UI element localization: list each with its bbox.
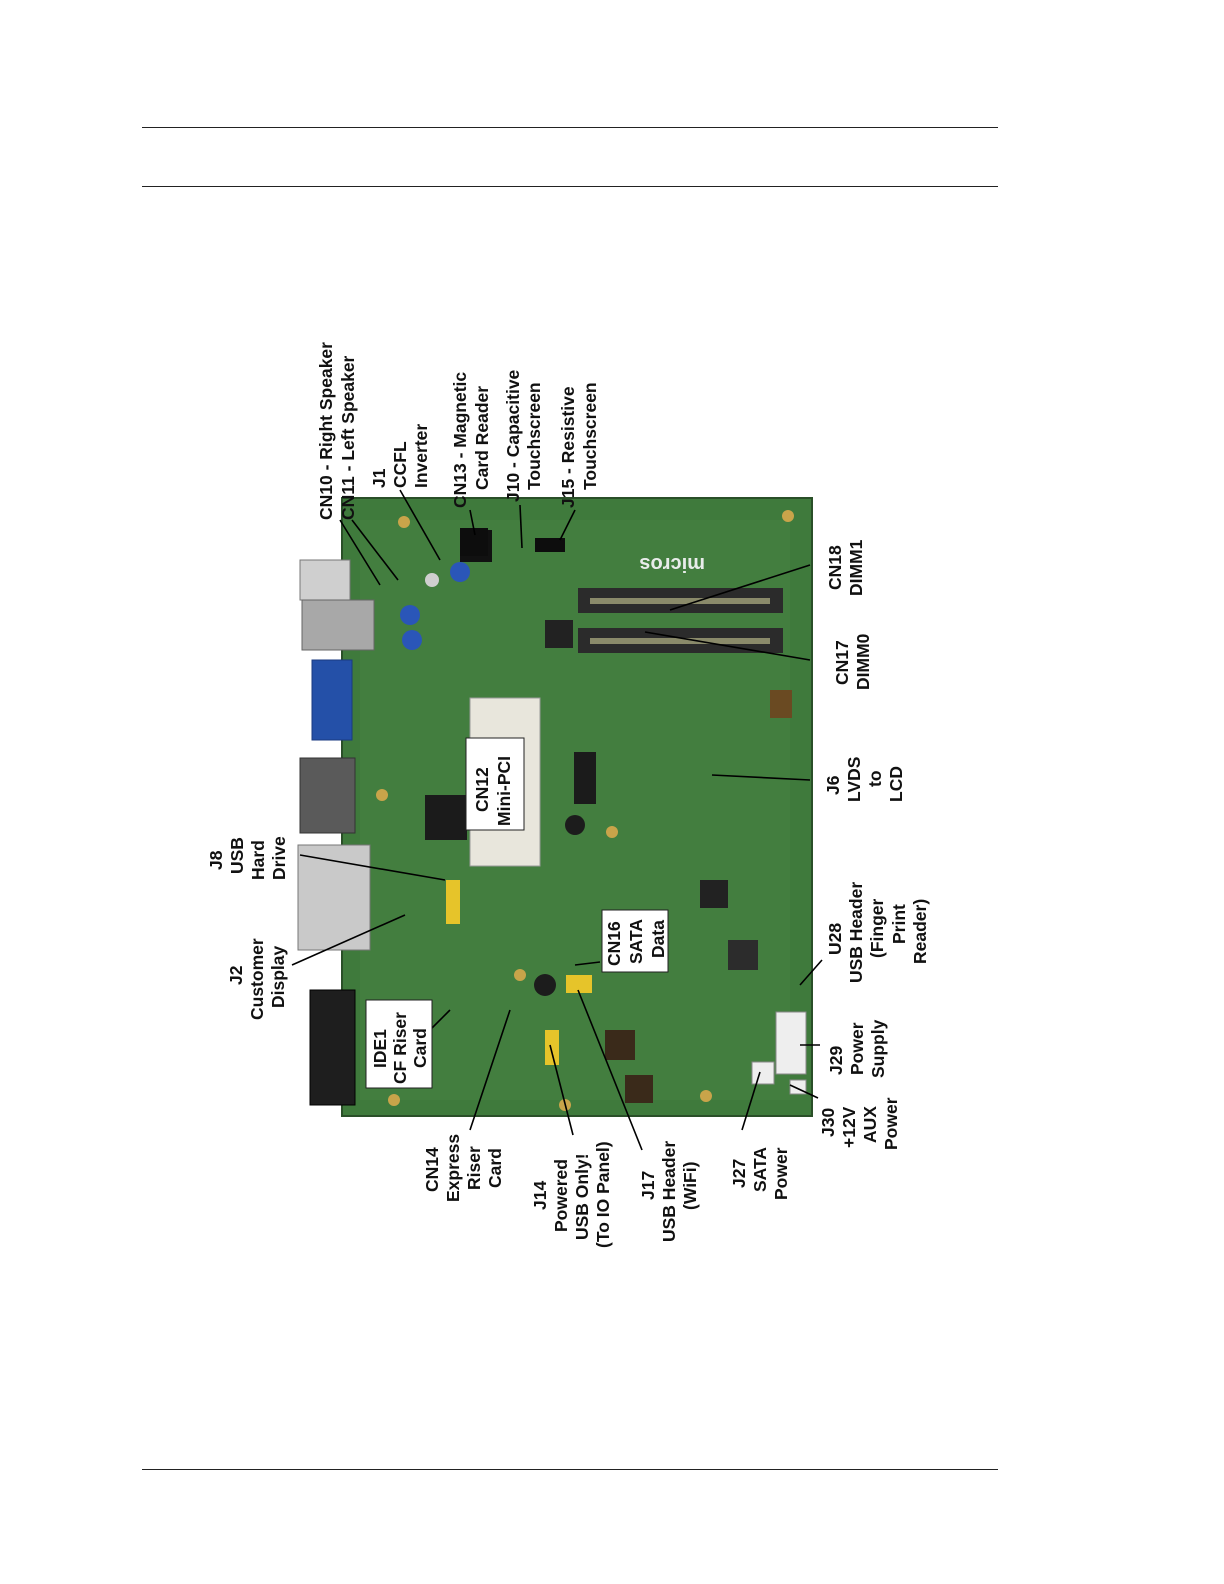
cn16-box bbox=[601, 909, 669, 973]
svg-text:CN12: CN12 bbox=[472, 767, 492, 812]
label-cn12: CN12 Mini-PCI bbox=[472, 756, 514, 826]
label-j27: J27 SATA Power bbox=[729, 1147, 791, 1200]
svg-text:J14: J14 bbox=[530, 1181, 550, 1210]
svg-text:Powered: Powered bbox=[551, 1159, 571, 1232]
svg-text:IDE1: IDE1 bbox=[370, 1029, 390, 1068]
label-j29: J29 Power Supply bbox=[826, 1019, 888, 1078]
svg-text:CCFL: CCFL bbox=[390, 441, 410, 488]
svg-text:SATA: SATA bbox=[626, 919, 646, 964]
label-cn18: CN18 DIMM1 bbox=[825, 539, 866, 596]
svg-text:Inverter: Inverter bbox=[411, 424, 431, 488]
label-cn11: CN11 - Left Speaker bbox=[338, 355, 358, 520]
svg-text:USB Only!: USB Only! bbox=[572, 1153, 592, 1240]
label-j15: J15 - Resistive Touchscreen bbox=[558, 382, 600, 508]
label-j30: J30 +12V AUX Power bbox=[818, 1097, 901, 1150]
svg-text:Hard: Hard bbox=[248, 840, 268, 880]
svg-text:CN16: CN16 bbox=[604, 921, 624, 966]
svg-text:J30: J30 bbox=[818, 1108, 838, 1137]
svg-text:USB: USB bbox=[227, 837, 247, 874]
svg-text:SATA: SATA bbox=[750, 1147, 770, 1192]
svg-text:U28: U28 bbox=[825, 923, 845, 955]
bottom-rule bbox=[142, 1469, 998, 1470]
svg-text:Express: Express bbox=[443, 1134, 463, 1202]
top-rule-1 bbox=[142, 127, 998, 128]
label-cn10: CN10 - Right Speaker bbox=[316, 342, 336, 520]
svg-text:Reader): Reader) bbox=[910, 899, 930, 964]
svg-text:CN13 - Magnetic: CN13 - Magnetic bbox=[450, 372, 470, 508]
svg-text:J10 - Capacitive: J10 - Capacitive bbox=[503, 369, 523, 502]
svg-text:CF Riser: CF Riser bbox=[390, 1012, 410, 1084]
label-j2: J2 Customer Display bbox=[226, 938, 288, 1020]
label-j1: J1 CCFL Inverter bbox=[369, 424, 431, 488]
leader-lines bbox=[291, 489, 823, 1151]
svg-text:J17: J17 bbox=[638, 1171, 658, 1200]
svg-text:Power: Power bbox=[881, 1097, 901, 1150]
svg-text:to: to bbox=[865, 770, 885, 787]
svg-text:LCD: LCD bbox=[886, 766, 906, 802]
svg-text:Drive: Drive bbox=[269, 836, 289, 880]
svg-text:Power: Power bbox=[847, 1022, 867, 1075]
svg-text:CN14: CN14 bbox=[422, 1147, 442, 1192]
svg-text:Power: Power bbox=[771, 1147, 791, 1200]
top-rule-2 bbox=[142, 186, 998, 187]
svg-text:USB Header: USB Header bbox=[659, 1141, 679, 1242]
svg-text:AUX: AUX bbox=[860, 1106, 880, 1143]
svg-text:Customer: Customer bbox=[247, 938, 267, 1020]
svg-text:LVDS: LVDS bbox=[844, 757, 864, 802]
label-cn17: CN17 DIMM0 bbox=[832, 633, 873, 690]
svg-text:DIMM1: DIMM1 bbox=[846, 539, 866, 596]
label-cn13: CN13 - Magnetic Card Reader bbox=[450, 372, 492, 508]
svg-text:J1: J1 bbox=[369, 468, 389, 488]
svg-text:J6: J6 bbox=[823, 775, 843, 795]
label-cn14: CN14 Express Riser Card bbox=[422, 1134, 505, 1202]
label-j14: J14 Powered USB Only! (To IO Panel) bbox=[530, 1141, 613, 1248]
svg-text:(Finger: (Finger bbox=[867, 899, 887, 958]
ide1-box bbox=[365, 999, 433, 1089]
svg-text:Riser: Riser bbox=[464, 1146, 484, 1190]
label-u28: U28 USB Header (Finger Print Reader) bbox=[825, 882, 930, 983]
svg-text:Card: Card bbox=[485, 1148, 505, 1188]
svg-text:Print: Print bbox=[889, 904, 909, 944]
cn12-box bbox=[465, 737, 525, 831]
svg-text:Data: Data bbox=[648, 920, 668, 958]
label-j10: J10 - Capacitive Touchscreen bbox=[503, 369, 544, 502]
label-j6: J6 LVDS to LCD bbox=[823, 757, 906, 802]
svg-text:Touchscreen: Touchscreen bbox=[580, 382, 600, 490]
svg-text:J8: J8 bbox=[206, 850, 226, 870]
svg-text:(To IO Panel): (To IO Panel) bbox=[593, 1141, 613, 1248]
svg-text:Card Reader: Card Reader bbox=[472, 386, 492, 490]
board-marking: micros bbox=[639, 553, 705, 575]
svg-text:CN18: CN18 bbox=[825, 545, 845, 590]
svg-text:(WiFi): (WiFi) bbox=[680, 1162, 700, 1210]
svg-text:Display: Display bbox=[268, 945, 288, 1008]
svg-text:J15 - Resistive: J15 - Resistive bbox=[558, 386, 578, 508]
svg-text:USB Header: USB Header bbox=[846, 882, 866, 983]
svg-text:DIMM0: DIMM0 bbox=[853, 633, 873, 690]
label-ide1: IDE1 CF Riser Card bbox=[370, 1012, 430, 1084]
svg-text:Supply: Supply bbox=[868, 1019, 888, 1078]
svg-text:Touchscreen: Touchscreen bbox=[524, 382, 544, 490]
label-cn16: CN16 SATA Data bbox=[604, 919, 668, 966]
svg-text:J2: J2 bbox=[226, 965, 246, 985]
svg-text:J27: J27 bbox=[729, 1159, 749, 1188]
label-j8: J8 USB Hard Drive bbox=[206, 836, 289, 880]
svg-text:+12V: +12V bbox=[839, 1106, 859, 1148]
svg-text:Mini-PCI: Mini-PCI bbox=[494, 756, 514, 826]
svg-text:J29: J29 bbox=[826, 1046, 846, 1075]
label-j17: J17 USB Header (WiFi) bbox=[638, 1141, 700, 1242]
svg-text:CN17: CN17 bbox=[832, 640, 852, 685]
svg-text:Card: Card bbox=[410, 1028, 430, 1068]
